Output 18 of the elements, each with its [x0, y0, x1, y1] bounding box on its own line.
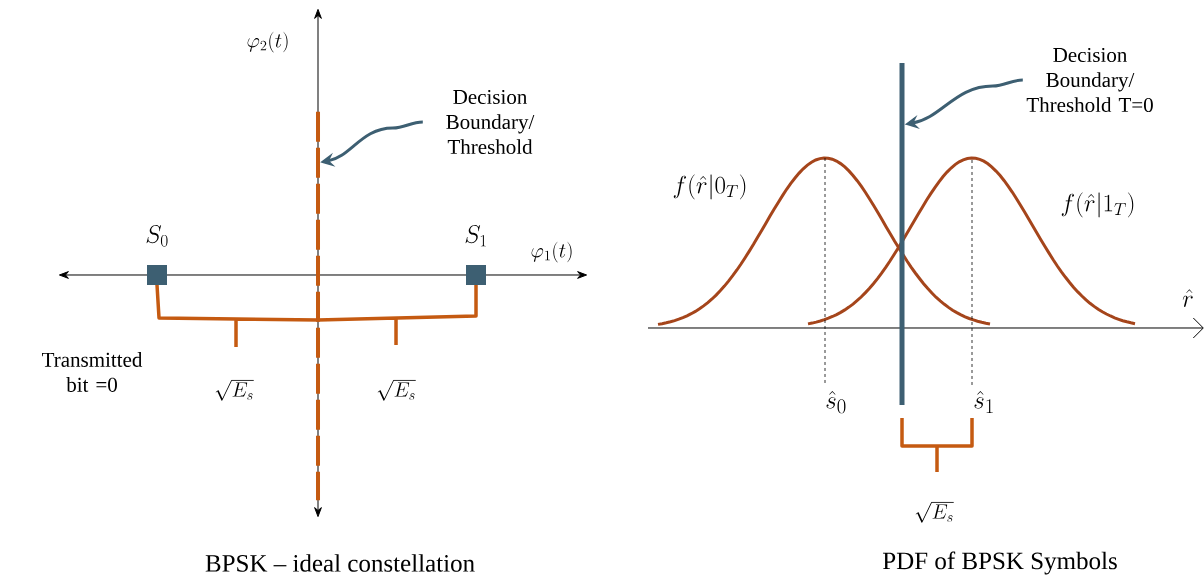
tick-label: $\hat{s}_1$	[974, 390, 993, 414]
distance-label: $\sqrt{E_s}$	[215, 380, 254, 401]
callout-text: Decision Boundary/ Threshold	[446, 89, 535, 155]
axis-label: $\varphi_2(t)$	[247, 31, 288, 53]
caption: BPSK – ideal constellation	[205, 554, 475, 572]
note-text: Transmitted bit =0	[42, 352, 143, 392]
tick-label: $\hat{s}_0$	[826, 390, 846, 414]
distance-label: $\sqrt{E_s}$	[915, 502, 954, 523]
curve-label: $f(\hat{r}|0_T)$	[673, 174, 746, 200]
curve-label: $f(\hat{r}|1_T)$	[1061, 192, 1134, 218]
decision-boundary	[316, 111, 320, 501]
callout-text: Decision Boundary/ Threshold T=0	[1026, 47, 1153, 113]
axis-label: $\hat{r}$	[1182, 289, 1193, 307]
axis-label: $\varphi_1(t)$	[531, 241, 572, 263]
distance-label: $\sqrt{E_s}$	[377, 380, 416, 401]
point-label: $S_0$	[146, 225, 168, 247]
caption: PDF of BPSK Symbols	[883, 551, 1117, 575]
point-label: $S_1$	[465, 225, 486, 247]
